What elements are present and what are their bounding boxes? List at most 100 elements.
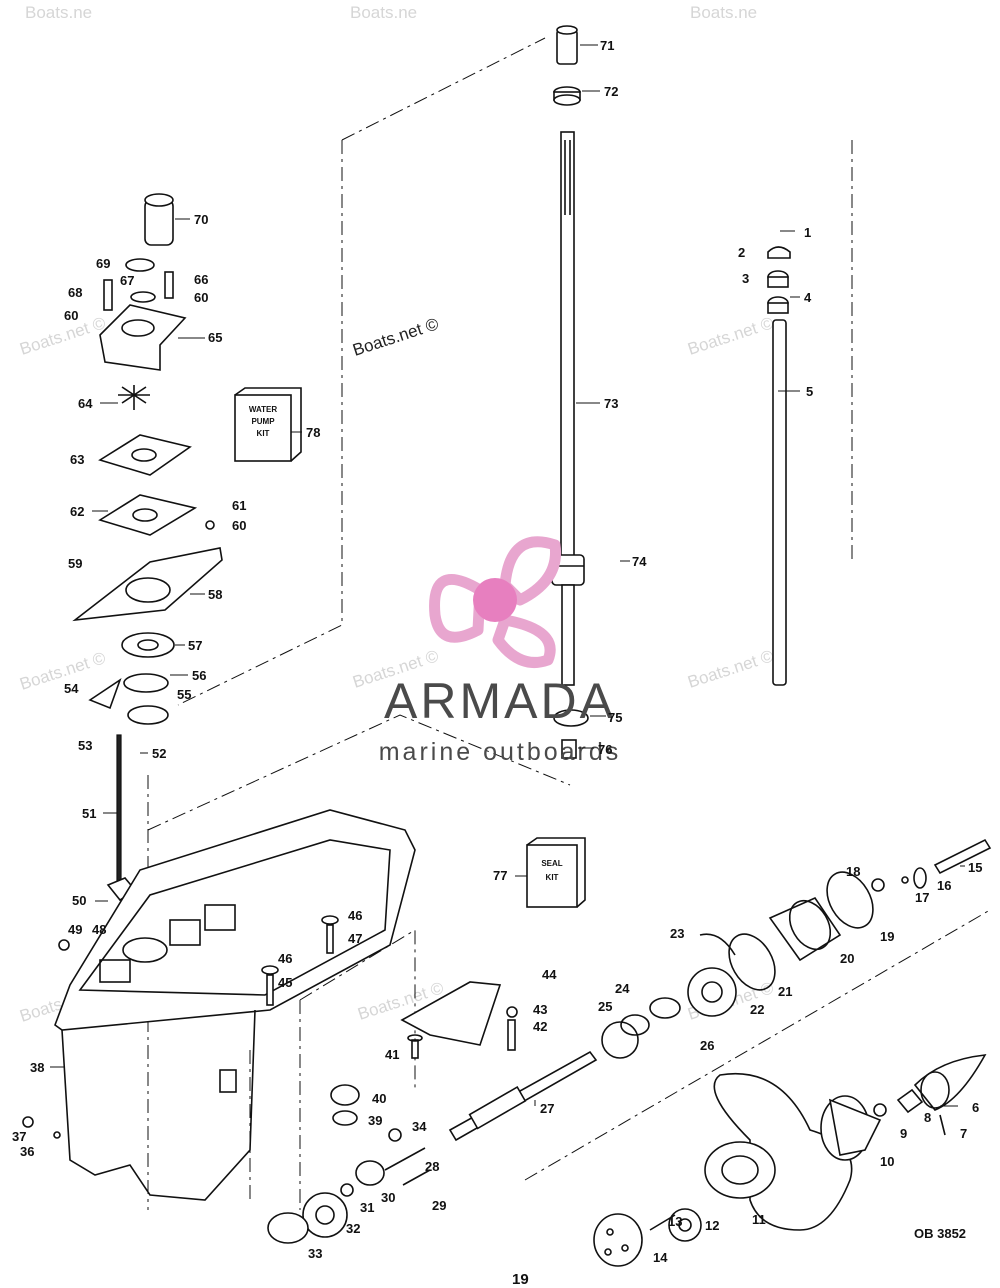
watermark-text: Boats.net ©	[350, 314, 441, 360]
callout-33: 33	[308, 1246, 322, 1261]
callout-55: 55	[177, 687, 191, 702]
callout-22: 22	[750, 1002, 764, 1017]
callout-49: 49	[68, 922, 82, 937]
callout-60a: 60	[64, 308, 78, 323]
kit-label: PUMP	[251, 417, 275, 426]
leader-lines	[50, 44, 965, 1107]
watermark-text: Boats.net ©	[685, 646, 776, 692]
callout-25: 25	[598, 999, 612, 1014]
callout-69: 69	[96, 256, 110, 271]
watermark-text: Boats.ne	[690, 3, 757, 22]
callout-44: 44	[542, 967, 557, 982]
callout-11: 11	[752, 1212, 766, 1227]
watermark-text: Boats.net ©	[685, 313, 776, 359]
callout-3: 3	[742, 271, 749, 286]
propeller-assembly	[593, 1054, 987, 1267]
watermark-text: Boats.net ©	[17, 313, 108, 359]
callout-47: 47	[348, 931, 362, 946]
callout-62: 62	[70, 504, 84, 519]
callout-57: 57	[188, 638, 202, 653]
callout-51: 51	[82, 806, 96, 821]
callout-27: 27	[540, 1101, 554, 1116]
shift-rod-assembly	[767, 246, 791, 686]
callout-77: 77	[493, 868, 507, 883]
callout-45: 45	[278, 975, 292, 990]
water-pump-kit-box: WATER PUMP KIT	[234, 387, 302, 462]
callout-68: 68	[68, 285, 82, 300]
callout-20: 20	[840, 951, 854, 966]
callout-76: 76	[598, 742, 612, 757]
callout-32: 32	[346, 1221, 360, 1236]
callout-14: 14	[653, 1250, 668, 1265]
callout-34: 34	[412, 1119, 427, 1134]
watermark-text: Boats.ne	[350, 3, 417, 22]
callout-31: 31	[360, 1200, 374, 1215]
callout-30: 30	[381, 1190, 395, 1205]
callout-66: 66	[194, 272, 208, 287]
callout-5: 5	[806, 384, 813, 399]
callout-71: 71	[600, 38, 614, 53]
callout-labels: 1 2 3 4 5 6 7 8 9 10 11 12 13 14 15 16 1…	[12, 38, 982, 1265]
callout-67: 67	[120, 273, 134, 288]
kit-label: KIT	[257, 429, 270, 438]
callout-19: 19	[880, 929, 894, 944]
callout-7: 7	[960, 1126, 967, 1141]
kit-label: SEAL	[541, 859, 562, 868]
callout-21: 21	[778, 984, 792, 999]
logo-hub	[473, 578, 517, 622]
page-number: 19	[512, 1271, 529, 1288]
callout-37: 37	[12, 1129, 26, 1144]
propeller-shaft-assembly	[267, 838, 992, 1244]
callout-10: 10	[880, 1154, 894, 1169]
callout-46a: 46	[278, 951, 292, 966]
housing-fasteners	[22, 915, 518, 1139]
callout-46b: 46	[348, 908, 362, 923]
callout-13: 13	[668, 1214, 682, 1229]
callout-72: 72	[604, 84, 618, 99]
callout-70: 70	[194, 212, 208, 227]
callout-38: 38	[30, 1060, 44, 1075]
brand-name: ARMADA	[384, 673, 616, 729]
callout-75: 75	[608, 710, 622, 725]
callout-64: 64	[78, 396, 93, 411]
brand-tagline: marine outboards	[379, 738, 622, 766]
callout-40: 40	[372, 1091, 386, 1106]
callout-9: 9	[900, 1126, 907, 1141]
callout-15: 15	[968, 860, 982, 875]
callout-60b: 60	[194, 290, 208, 305]
callout-16: 16	[937, 878, 951, 893]
callout-48: 48	[92, 922, 106, 937]
callout-18: 18	[846, 864, 860, 879]
callout-56: 56	[192, 668, 206, 683]
callout-59: 59	[68, 556, 82, 571]
armada-logo: ARMADA marine outboards	[379, 536, 622, 766]
callout-39: 39	[368, 1113, 382, 1128]
drive-shaft-assembly	[551, 25, 589, 759]
callout-78: 78	[306, 425, 320, 440]
kit-label: WATER	[249, 405, 278, 414]
callout-42: 42	[533, 1019, 547, 1034]
callout-65: 65	[208, 330, 222, 345]
seal-kit-box: SEAL KIT	[526, 837, 586, 908]
callout-2: 2	[738, 245, 745, 260]
callout-12: 12	[705, 1218, 719, 1233]
callout-58: 58	[208, 587, 222, 602]
watermark-text: Boats.ne	[25, 3, 92, 22]
callout-53: 53	[78, 738, 92, 753]
callout-73: 73	[604, 396, 618, 411]
callout-26: 26	[700, 1038, 714, 1053]
callout-8: 8	[924, 1110, 931, 1125]
figure-code: OB 3852	[914, 1226, 966, 1241]
callout-6: 6	[972, 1100, 979, 1115]
callout-23: 23	[670, 926, 684, 941]
callout-43: 43	[533, 1002, 547, 1017]
propeller-logo-icon	[429, 536, 562, 668]
callout-41: 41	[385, 1047, 399, 1062]
callout-17: 17	[915, 890, 929, 905]
callout-28: 28	[425, 1159, 439, 1174]
callout-54: 54	[64, 681, 79, 696]
callout-50: 50	[72, 893, 86, 908]
gearcase-housing	[54, 734, 416, 1201]
callout-36: 36	[20, 1144, 34, 1159]
